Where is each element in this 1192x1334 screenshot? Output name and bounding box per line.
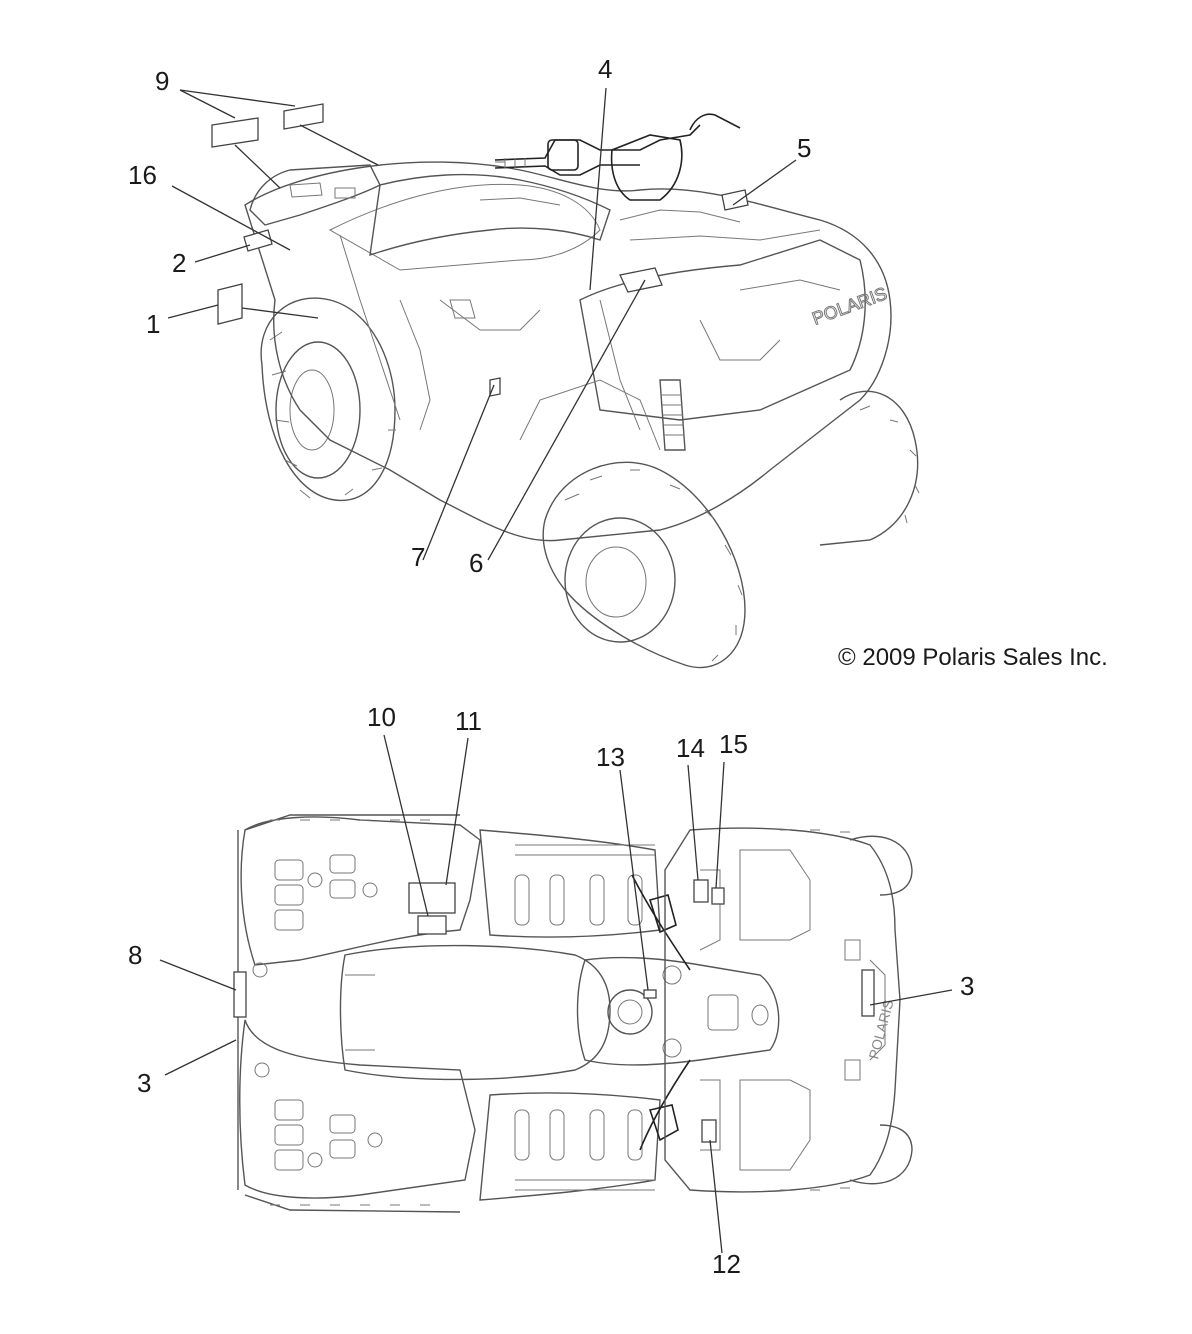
atv-top-down-view: POLARIS 10 11 13 bbox=[128, 702, 974, 1279]
callout-13: 13 bbox=[596, 742, 625, 772]
decal-11 bbox=[408, 882, 456, 914]
callout-16: 16 bbox=[128, 160, 157, 190]
decal-13 bbox=[643, 989, 657, 999]
far-right-wheel bbox=[819, 390, 920, 546]
brand-lettering: POLARIS bbox=[810, 283, 890, 328]
seat bbox=[339, 944, 611, 1081]
callout-4: 4 bbox=[598, 54, 612, 84]
decal-8 bbox=[233, 971, 247, 1018]
decal-9b bbox=[283, 103, 324, 130]
rear-fender bbox=[237, 814, 481, 1213]
decal-10 bbox=[417, 915, 447, 935]
decal-shapes-top bbox=[211, 103, 749, 397]
footwells bbox=[479, 829, 661, 1201]
decal-5 bbox=[721, 189, 749, 211]
callouts-top: 9 16 2 1 4 5 7 6 bbox=[128, 54, 811, 578]
callouts-bottom: 10 11 13 14 15 8 3 3 12 bbox=[128, 702, 974, 1279]
callout-12: 12 bbox=[712, 1249, 741, 1279]
callout-3-right: 3 bbox=[960, 971, 974, 1001]
decal-7 bbox=[489, 377, 501, 397]
callout-10: 10 bbox=[367, 702, 396, 732]
rear-left-wheel bbox=[260, 297, 396, 502]
decal-12 bbox=[701, 1119, 717, 1143]
handlebar-top bbox=[631, 874, 691, 1151]
callout-6: 6 bbox=[469, 548, 483, 578]
atv-perspective-view: POLARIS 9 16 bbox=[128, 54, 1108, 671]
front-shock bbox=[659, 379, 686, 451]
callout-5: 5 bbox=[797, 133, 811, 163]
callout-2: 2 bbox=[172, 248, 186, 278]
copyright-text: © 2009 Polaris Sales Inc. bbox=[838, 644, 1108, 671]
callout-14: 14 bbox=[676, 733, 705, 763]
decal-6 bbox=[619, 267, 663, 293]
callout-3-left: 3 bbox=[137, 1068, 151, 1098]
front-wheel bbox=[542, 461, 746, 669]
decal-3-right bbox=[861, 969, 875, 1017]
callout-7: 7 bbox=[411, 542, 425, 572]
decal-9a bbox=[211, 117, 259, 148]
fuel-tank-console bbox=[576, 956, 780, 1066]
decal-1 bbox=[217, 283, 243, 325]
decal-15 bbox=[711, 887, 725, 905]
handlebar bbox=[494, 113, 741, 201]
front-fender bbox=[664, 827, 913, 1193]
callout-1: 1 bbox=[146, 309, 160, 339]
callout-9: 9 bbox=[155, 66, 169, 96]
atv-body bbox=[244, 161, 892, 542]
leader-lines-top bbox=[167, 87, 797, 561]
leader-lines-bottom bbox=[159, 734, 953, 1254]
callout-15: 15 bbox=[719, 729, 748, 759]
callout-11: 11 bbox=[455, 706, 482, 736]
callout-8: 8 bbox=[128, 940, 142, 970]
decal-14 bbox=[693, 879, 709, 903]
